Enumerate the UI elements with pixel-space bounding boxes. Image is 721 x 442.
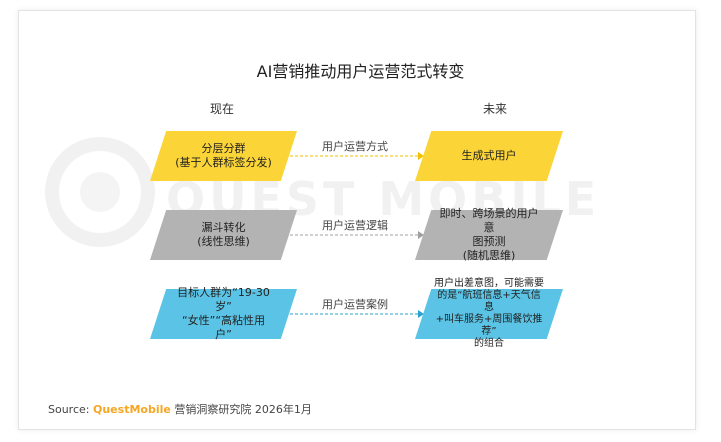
box-future-operating-case: 用户出差意图，可能需要 的是“航班信息+天气信息 +叫车服务+周围餐饮推荐” 的… <box>415 278 563 349</box>
box-line: 的是“航班信息+天气信息 <box>437 290 541 313</box>
box-line: +叫车服务+周围餐饮推荐” <box>435 314 543 337</box>
arrow-label-row-3: 用户运营案例 <box>322 298 388 311</box>
page-title: AI营销推动用户运营范式转变 <box>256 62 465 81</box>
column-header-now: 现在 <box>209 102 234 116</box>
box-line: (基于人群标签分发) <box>175 156 272 169</box>
arrow-label-row-1: 用户运营方式 <box>322 140 388 153</box>
box-line: 用户出差意图，可能需要 <box>434 278 544 289</box>
box-line: 生成式用户 <box>461 149 517 162</box>
box-now-operating-case: 目标人群为“19-30岁” “女性”“高粘性用户” <box>150 286 297 341</box>
box-line: 的组合 <box>474 338 504 349</box>
box-line: 漏斗转化 <box>201 221 246 234</box>
source-brand: QuestMobile <box>93 403 171 416</box>
box-line: 分层分群 <box>201 142 246 155</box>
box-line: (线性思维) <box>197 235 250 248</box>
box-now-operating-method: 分层分群 (基于人群标签分发) <box>150 131 297 181</box>
box-line: (随机思维) <box>462 249 516 262</box>
box-line: 目标人群为“19-30岁” <box>177 286 270 313</box>
arrowhead-row-3 <box>418 310 424 318</box>
box-line: “女性”“高粘性用户” <box>181 314 266 341</box>
box-future-operating-logic: 即时、跨场景的用户意 图预测 (随机思维) <box>415 207 563 262</box>
box-line: 图预测 <box>472 235 506 248</box>
source-prefix: Source: <box>48 403 90 416</box>
arrowhead-row-1 <box>418 152 424 160</box>
source-suffix: 营销洞察研究院 2026年1月 <box>174 403 312 416</box>
box-future-operating-method: 生成式用户 <box>415 131 563 181</box>
box-line: 即时、跨场景的用户意 <box>439 207 539 234</box>
column-header-future: 未来 <box>482 102 507 116</box>
arrowhead-row-2 <box>418 231 424 239</box>
box-now-operating-logic: 漏斗转化 (线性思维) <box>150 210 297 260</box>
source-note: Source: QuestMobile 营销洞察研究院 2026年1月 <box>48 401 312 417</box>
arrow-label-row-2: 用户运营逻辑 <box>322 219 388 232</box>
